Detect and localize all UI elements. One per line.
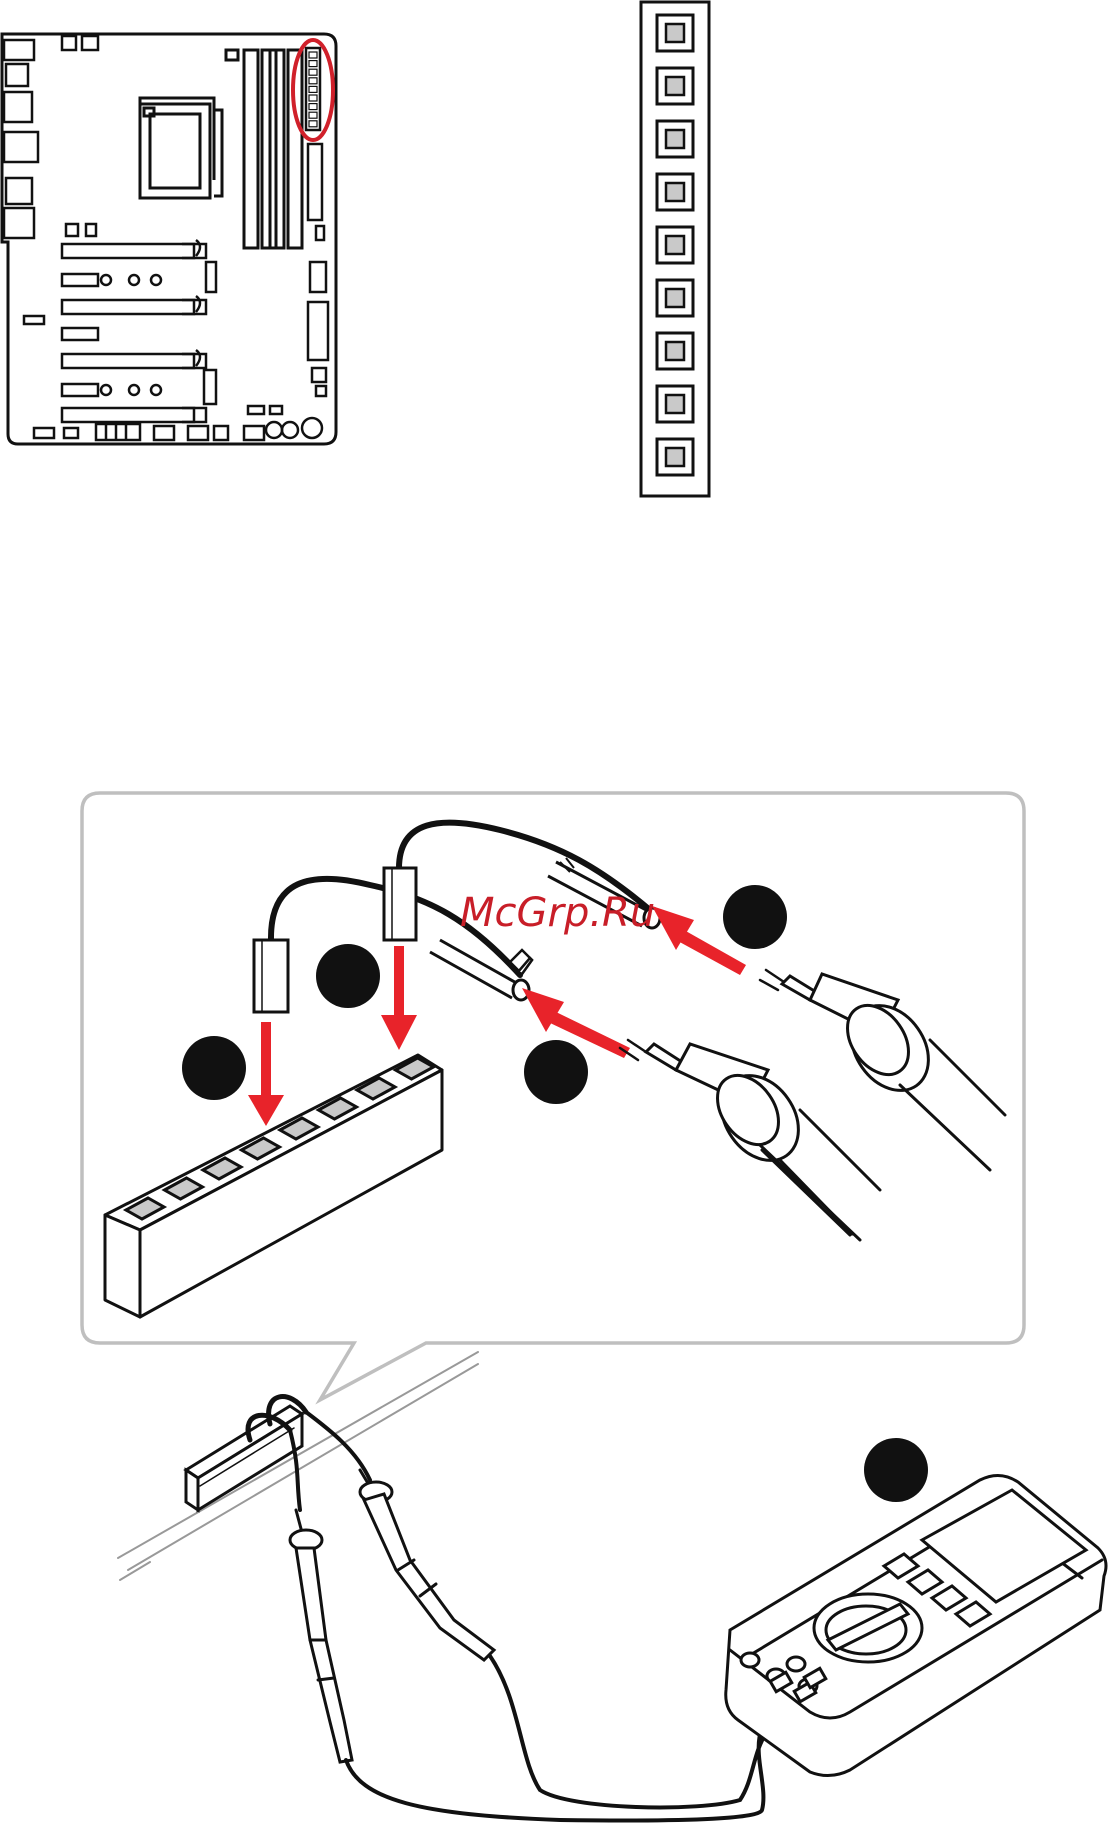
motherboard-header-pin (309, 61, 317, 67)
dimm-slots (226, 50, 302, 248)
motherboard-header-pin (309, 121, 317, 127)
arrow-down-right (394, 946, 404, 1020)
arrow-down-left (261, 1022, 271, 1102)
target-header-highlight (293, 40, 333, 140)
m2-slots (62, 274, 161, 396)
motherboard-header-pin (309, 86, 317, 92)
motherboard-header-pin (309, 104, 317, 110)
rear-io-ports (4, 36, 98, 238)
watermark-text: McGrp.Ru (460, 890, 655, 936)
cpu-socket (140, 98, 222, 198)
header-pin-contact (666, 448, 684, 466)
multimeter-scene (118, 1352, 1106, 1821)
step-circle (524, 1040, 588, 1104)
motherboard-header-pin (309, 69, 317, 75)
step-circle (182, 1036, 246, 1100)
motherboard-header-pin (309, 95, 317, 101)
step-circle (316, 944, 380, 1008)
header-pin-contact (666, 130, 684, 148)
pin-header-pins (657, 15, 693, 475)
header-pin-contact (666, 342, 684, 360)
board-edge-connectors (308, 144, 328, 396)
multimeter (726, 1475, 1106, 1775)
callout-panel: McGrp.Ru (82, 793, 1024, 1400)
header-pin-contact (666, 236, 684, 254)
header-pin-contact (666, 24, 684, 42)
pcie-slots (62, 224, 206, 422)
motherboard-header-pin (309, 78, 317, 84)
motherboard-outline (2, 34, 336, 444)
motherboard-overview (2, 34, 336, 444)
pin-header-closeup (641, 2, 709, 496)
header-pin-contact (666, 183, 684, 201)
motherboard-header-pin (309, 52, 317, 58)
scene-probe-right (360, 1470, 494, 1660)
scene-probe-left (290, 1510, 352, 1762)
header-pin-contact (666, 289, 684, 307)
motherboard-header-pin (309, 112, 317, 118)
motherboard-header-pins (309, 52, 317, 127)
slot-latches (182, 240, 216, 422)
step-circle (864, 1438, 928, 1502)
header-pin-contact (666, 77, 684, 95)
header-pin-contact (666, 395, 684, 413)
step-circle (723, 885, 787, 949)
